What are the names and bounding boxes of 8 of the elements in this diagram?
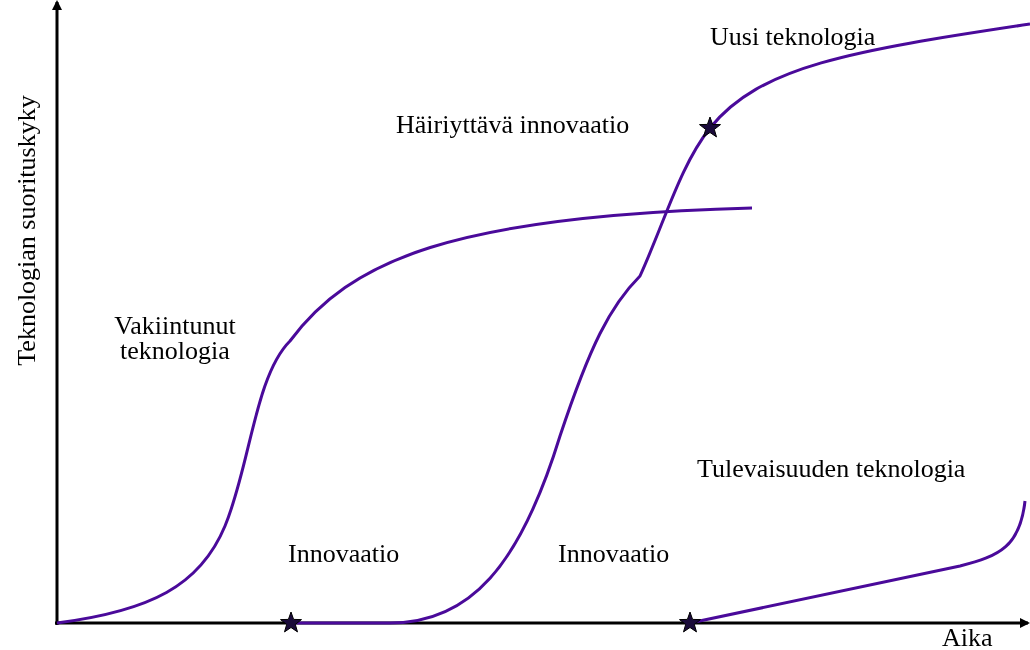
event-label: Innovaatio [288, 541, 400, 566]
curve-label: Häiriyttävä innovaatio [396, 112, 630, 137]
curve-label: Tulevaisuuden teknologia [697, 456, 966, 481]
curve-label: Uusi teknologia [710, 24, 876, 49]
curve-label: Vakiintunut teknologia [113, 313, 237, 363]
axis-title: Aika [942, 625, 993, 650]
axis-title: Teknologian suorituskyky [13, 94, 39, 366]
event-label: Innovaatio [558, 541, 670, 566]
